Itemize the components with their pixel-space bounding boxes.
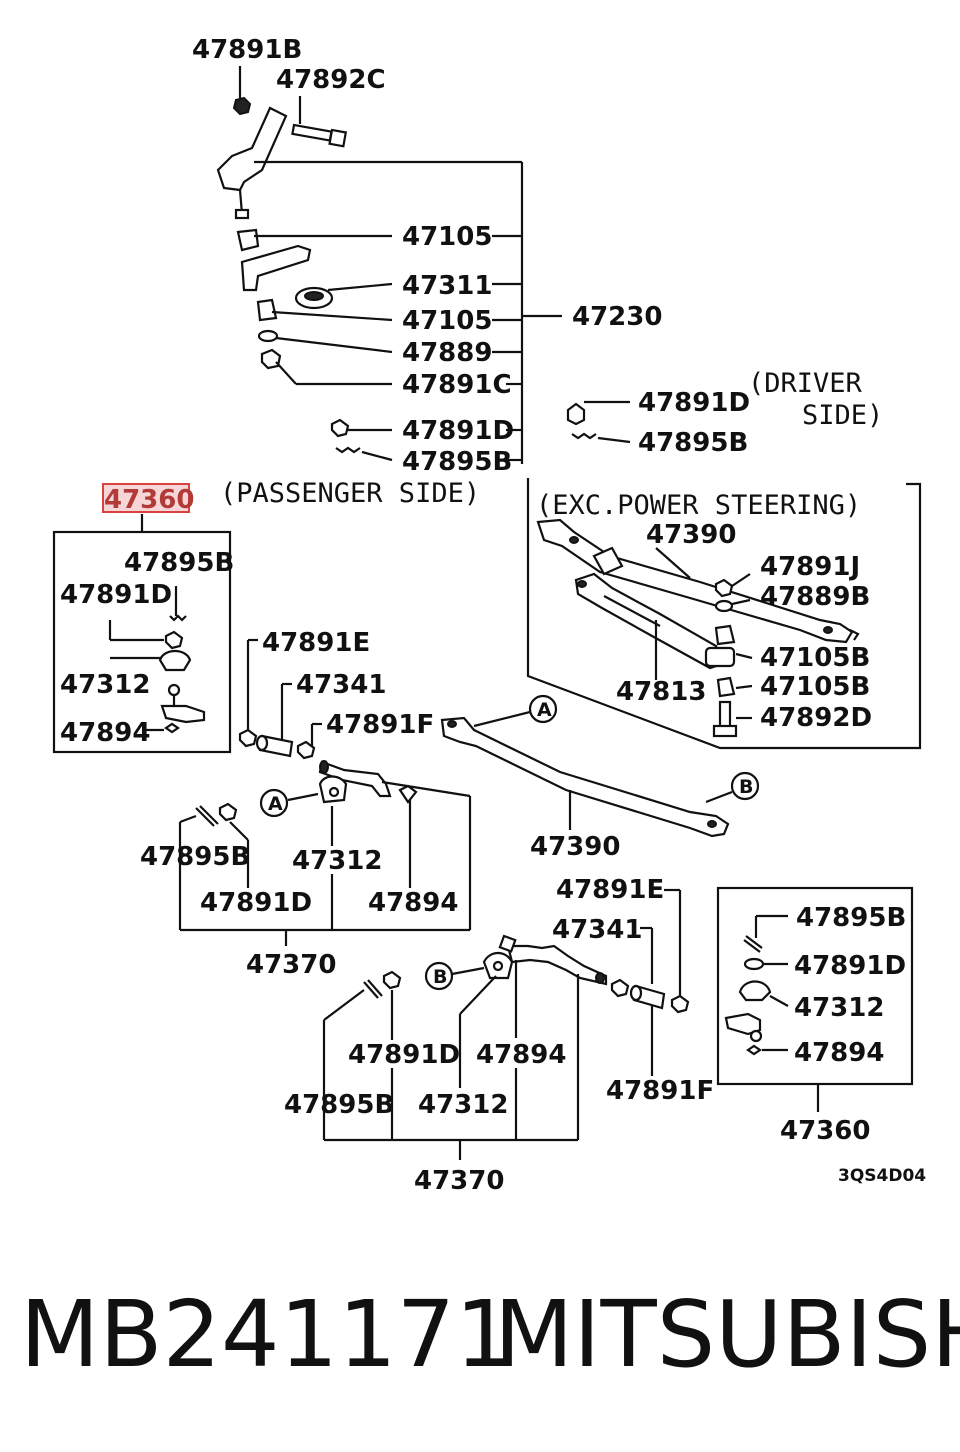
label-47894-rightrod: 47894: [476, 1040, 566, 1070]
right-box-group: 47895B 47891D 47312 47894 47360: [716, 886, 914, 1146]
label-47889: 47889: [402, 338, 492, 368]
left-tie-rod-group: 47891E 47341 47891F A: [140, 628, 472, 980]
idler-bracket: [216, 106, 288, 192]
label-47370-right: 47370: [414, 1166, 504, 1196]
note-passenger-side: (PASSENGER SIDE): [220, 478, 480, 509]
right-tie-rod-group: 47891E 47341 B: [284, 875, 714, 1196]
note-driver-side-2: SIDE): [802, 400, 883, 431]
label-47892c: 47892C: [276, 65, 386, 95]
label-47390-center: 47390: [530, 832, 620, 862]
driver-side-group: 47891D 47895B (DRIVER SIDE): [566, 368, 883, 458]
label-47370-left: 47370: [246, 950, 336, 980]
idler-arm-shape: [240, 244, 312, 292]
label-47894-rightbox: 47894: [794, 1038, 884, 1068]
center-link-shape: [440, 716, 730, 838]
label-47892d: 47892D: [760, 703, 872, 733]
power-steering-group: (EXC.POWER STEERING) 47390 47813 47891J …: [526, 478, 922, 750]
label-47895b-rightbox: 47895B: [796, 903, 906, 933]
label-47891d-driver: 47891D: [638, 388, 750, 418]
note-exc-power-steering: (EXC.POWER STEERING): [536, 490, 861, 521]
label-47341-left: 47341: [296, 670, 386, 700]
label-47895b-leftrod: 47895B: [140, 842, 250, 872]
label-47813: 47813: [616, 677, 706, 707]
selected-part-highlight[interactable]: [102, 483, 190, 513]
marker-a-left-text: A: [268, 793, 283, 815]
label-47230: 47230: [572, 302, 662, 332]
label-47891e-left: 47891E: [262, 628, 370, 658]
label-47105-upper: 47105: [402, 222, 492, 252]
label-47105b-2: 47105B: [760, 672, 870, 702]
label-47341-right: 47341: [552, 915, 642, 945]
label-47312-leftbox: 47312: [60, 670, 150, 700]
label-47105b-1: 47105B: [760, 643, 870, 673]
footer-part-number: MB241171: [20, 1281, 514, 1388]
label-47891d-leftrod: 47891D: [200, 888, 312, 918]
label-47891d-leftbox: 47891D: [60, 580, 172, 610]
label-47895b-rightrod: 47895B: [284, 1090, 394, 1120]
label-47891f-right: 47891F: [606, 1076, 714, 1106]
label-47891j: 47891J: [760, 552, 860, 582]
label-47312-leftrod: 47312: [292, 846, 382, 876]
center-link-group: A B 47390: [440, 694, 760, 862]
marker-a-center-text: A: [537, 699, 552, 721]
marker-b-center-text: B: [739, 776, 753, 798]
marker-a-left: [259, 788, 289, 818]
bolt-47892c-shape: [291, 123, 333, 142]
label-47891d-top: 47891D: [402, 416, 514, 446]
label-47894-leftrod: 47894: [368, 888, 458, 918]
label-47895b-leftbox: 47895B: [124, 548, 234, 578]
label-47390-ps: 47390: [646, 520, 736, 550]
label-47889b: 47889B: [760, 582, 870, 612]
label-47360-rightbox: 47360: [780, 1116, 870, 1146]
label-47894-leftbox: 47894: [60, 718, 150, 748]
label-47895b-top: 47895B: [402, 447, 512, 477]
label-47311: 47311: [402, 271, 492, 301]
label-47891d-rightbox: 47891D: [794, 951, 906, 981]
label-47891f-left: 47891F: [326, 710, 434, 740]
idler-arm-group: 47891B 47892C 47105 47311 47105 47889 47…: [192, 35, 662, 477]
label-47895b-driver: 47895B: [638, 428, 748, 458]
marker-b-center: [730, 771, 760, 801]
nut-47891b-shape: [232, 96, 252, 116]
marker-b-right: [424, 961, 454, 991]
label-47360-selected[interactable]: 47360: [104, 485, 194, 515]
label-47312-rightbox: 47312: [794, 993, 884, 1023]
label-47891e-right: 47891E: [556, 875, 664, 905]
marker-a-center: [528, 694, 558, 724]
marker-b-right-text: B: [433, 966, 447, 988]
label-47105-lower: 47105: [402, 306, 492, 336]
label-47891c: 47891C: [402, 370, 512, 400]
label-47891b: 47891B: [192, 35, 302, 65]
label-47312-rightrod: 47312: [418, 1090, 508, 1120]
label-47891d-rightrod: 47891D: [348, 1040, 460, 1070]
left-box-group: 47895B 47891D 47312 47894: [52, 530, 234, 754]
footer-brand: MITSUBISHI: [494, 1281, 960, 1388]
note-driver-side-1: (DRIVER: [748, 368, 863, 399]
diagram-code: 3QS4D04: [838, 1166, 926, 1186]
